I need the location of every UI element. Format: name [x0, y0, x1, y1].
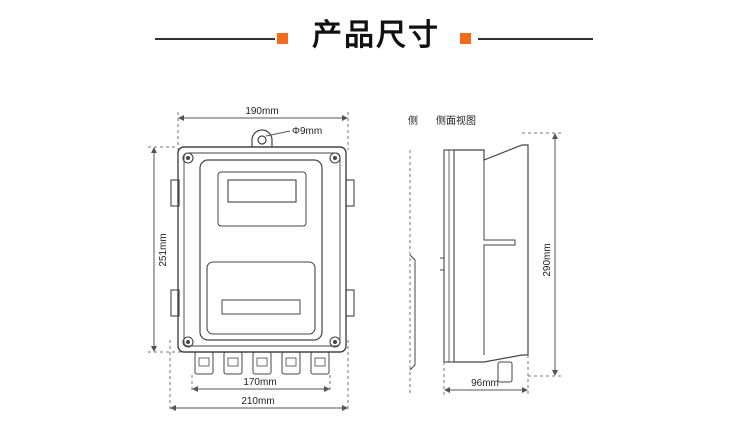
screw-bottom-left [182, 336, 194, 348]
side-body-step [483, 160, 516, 355]
screw-top-left [182, 152, 194, 164]
bracket-right-bottom [345, 289, 355, 317]
cable-gland-3-inner [256, 357, 268, 367]
page-title: 产品尺寸 [312, 18, 440, 53]
screw-top-left-center [186, 156, 190, 160]
dim-label-290: 290mm [542, 243, 553, 276]
display-bezel [217, 171, 307, 227]
cable-gland-4 [281, 351, 301, 375]
hanging-tab [251, 129, 273, 147]
header-rule-right [478, 38, 593, 40]
cable-glands [194, 351, 330, 375]
dim-label-251: 251mm [158, 233, 169, 266]
screw-top-right-center [333, 156, 337, 160]
cable-gland-5-inner [314, 357, 326, 367]
cable-gland-5 [310, 351, 330, 375]
side-view-label: 侧面视图 [436, 114, 476, 127]
hole-leader [265, 130, 291, 137]
display-window [227, 179, 297, 203]
dim-label-170: 170mm [243, 377, 276, 388]
cable-gland-3 [252, 351, 272, 375]
bracket-left-top [170, 179, 180, 207]
screw-top-right [329, 152, 341, 164]
header-square-left [277, 33, 288, 44]
header-square-right [460, 33, 471, 44]
bracket-right-top [345, 179, 355, 207]
wall-bracket [409, 254, 416, 371]
housing-inner [183, 152, 341, 347]
screw-bottom-left-center [186, 340, 190, 344]
cable-gland-2-inner [227, 357, 239, 367]
dim-label-190: 190mm [245, 106, 278, 117]
cable-gland-4-inner [285, 357, 297, 367]
front-panel [199, 159, 323, 341]
cover-slot [221, 299, 301, 315]
hanging-hole [257, 135, 267, 145]
dim-label-96: 96mm [471, 378, 499, 389]
housing-outer [177, 146, 347, 353]
cable-gland-1 [194, 351, 214, 375]
lower-cover [206, 261, 316, 335]
side-cable-gland [497, 361, 513, 383]
cable-gland-1-inner [198, 357, 210, 367]
screw-bottom-right [329, 336, 341, 348]
dim-label-hole: Φ9mm [292, 126, 322, 137]
side-view: 侧 侧面视图 290mm 96mm [408, 114, 562, 395]
section-header: 产品尺寸 [0, 0, 750, 70]
header-rule-left [155, 38, 275, 40]
corner-screws [182, 152, 341, 348]
side-body-profile [454, 144, 529, 363]
front-view: 190mm Φ9mm 251mm [148, 106, 355, 412]
screw-bottom-right-center [333, 340, 337, 344]
side-view-prefix: 侧 [408, 114, 418, 127]
dim-label-210: 210mm [241, 396, 274, 407]
cable-gland-2 [223, 351, 243, 375]
bracket-left-bottom [170, 289, 180, 317]
